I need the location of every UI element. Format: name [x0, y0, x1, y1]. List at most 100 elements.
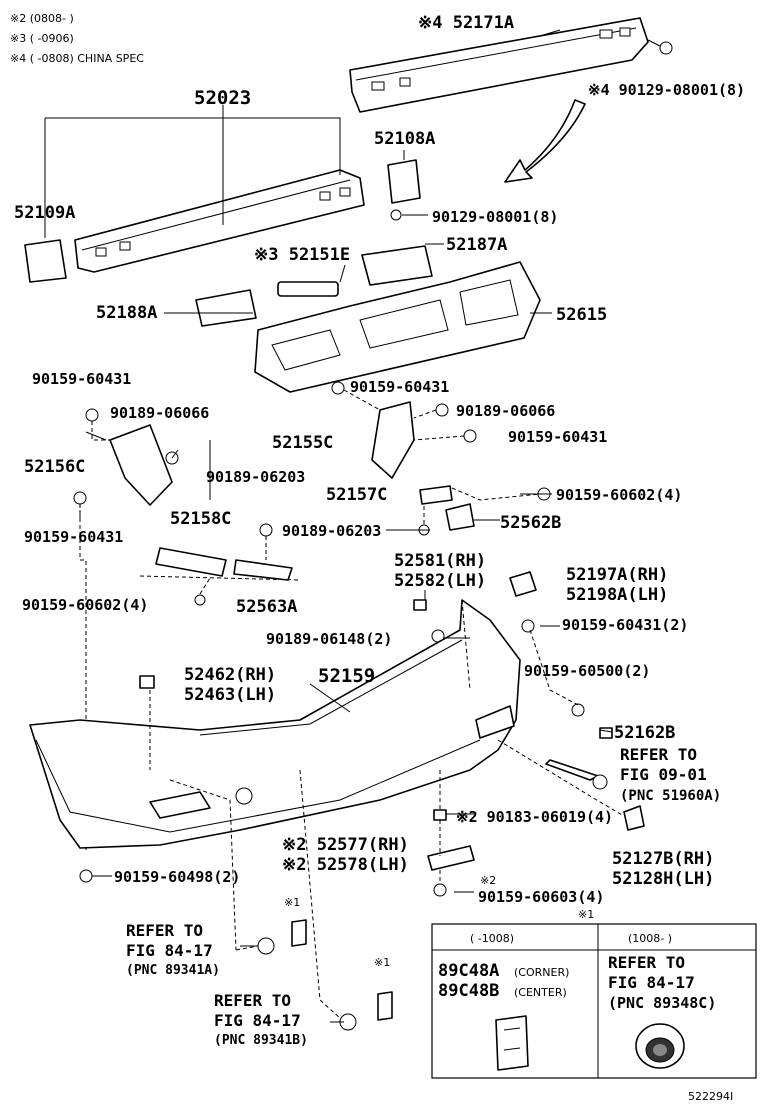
inset-refer-2: FIG 84-17 — [608, 973, 695, 992]
reinforcement-52171a-drawing — [349, 17, 673, 113]
label-90189-06203-a: 90189-06203 — [206, 468, 305, 486]
label-52577: ※2 52577(RH) — [282, 835, 409, 855]
refer-text-a1: REFER TO — [620, 745, 697, 764]
label-52581: 52581(RH) — [394, 551, 486, 571]
bracket-52157c-drawing — [419, 485, 453, 505]
label-90159-60498: 90159-60498(2) — [114, 868, 240, 886]
bolt-icon — [390, 209, 402, 221]
label-90159-60431-a: 90159-60431 — [32, 370, 131, 388]
bumper-cover-52159-drawing — [29, 599, 521, 951]
label-90189-06066-b: 90189-06066 — [456, 402, 555, 420]
legend-note-2: ※2 (0808- ) — [10, 12, 74, 25]
refer-text-c3: (PNC 89341B) — [214, 1033, 308, 1048]
note-mark-1-c: ※1 — [578, 908, 594, 921]
refer-text-c1: REFER TO — [214, 991, 291, 1010]
note-mark-1-b: ※1 — [374, 956, 390, 969]
note-mark-1-a: ※1 — [284, 896, 300, 909]
retainer-52187a-drawing — [361, 245, 433, 286]
refer-text-c2: FIG 84-17 — [214, 1011, 301, 1030]
bracket-52108a-drawing — [387, 159, 421, 204]
label-52188a: 52188A — [96, 303, 157, 323]
label-52151e: ※3 52151E — [254, 245, 350, 265]
label-52155c: 52155C — [272, 433, 333, 453]
reflector-52127b-drawing — [623, 805, 645, 831]
label-89c48a-note: (CORNER) — [514, 966, 569, 979]
bolt-icon — [433, 883, 447, 897]
legend-note-3: ※3 ( -0906) — [10, 32, 74, 45]
label-52198a: 52198A(LH) — [566, 585, 668, 605]
spacer-52151e-drawing — [277, 281, 339, 297]
inset-col-right-header: (1008- ) — [628, 932, 672, 945]
bracket-52563a-drawing — [233, 559, 293, 581]
bolt-icon — [79, 869, 93, 883]
label-90159-60602-a: 90159-60602(4) — [556, 486, 682, 504]
note-mark-2: ※2 — [480, 874, 496, 887]
label-52187a: 52187A — [446, 235, 507, 255]
label-89c48b-note: (CENTER) — [514, 986, 567, 999]
clip-icon — [259, 523, 273, 537]
label-52023: 52023 — [194, 87, 251, 109]
sensor-bracket-a-drawing — [291, 919, 307, 947]
label-52127b: 52127B(RH) — [612, 849, 714, 869]
label-52128h: 52128H(LH) — [612, 869, 714, 889]
label-90159-60431-d: 90159-60431 — [24, 528, 123, 546]
bolt-icon — [571, 703, 585, 717]
label-90159-60500: 90159-60500(2) — [524, 662, 650, 680]
retainer-52188a-drawing — [195, 289, 257, 327]
figure-id: 522294I — [688, 1090, 733, 1103]
label-52158c: 52158C — [170, 509, 231, 529]
label-52159: 52159 — [318, 665, 375, 687]
label-90159-60431-e: 90159-60431(2) — [562, 616, 688, 634]
bolt-icon — [85, 408, 99, 422]
bracket-52156c-drawing — [109, 424, 173, 506]
label-52157c: 52157C — [326, 485, 387, 505]
refer-text-a3: (PNC 51960A) — [620, 788, 721, 804]
clip-90183-drawing — [433, 809, 447, 821]
label-90159-60602-b: 90159-60602(4) — [22, 596, 148, 614]
label-52615: 52615 — [556, 305, 607, 325]
bolt-icon — [521, 619, 535, 633]
label-52578: ※2 52578(LH) — [282, 855, 409, 875]
bracket-52155c-drawing — [371, 401, 415, 479]
refer-text-b3: (PNC 89341A) — [126, 963, 220, 978]
bracket-52109a-drawing — [24, 239, 67, 283]
sensor-icon — [257, 937, 275, 955]
direction-arrow-icon — [504, 99, 586, 183]
bracket-52197a-drawing — [509, 571, 537, 597]
legend-note-4: ※4 ( -0808) CHINA SPEC — [10, 52, 144, 65]
label-52162b: 52162B — [614, 723, 675, 743]
bolt-icon — [331, 381, 345, 395]
label-89c48b: 89C48B — [438, 981, 499, 1001]
label-90189-06203-b: 90189-06203 — [282, 522, 381, 540]
inset-col-left-header: ( -1008) — [470, 932, 514, 945]
label-52563a: 52563A — [236, 597, 297, 617]
label-52156c: 52156C — [24, 457, 85, 477]
label-90189-06148: 90189-06148(2) — [266, 630, 392, 648]
label-52463: 52463(LH) — [184, 685, 276, 705]
clip-52162b-drawing — [599, 727, 613, 739]
sensor-bracket-b-drawing — [377, 991, 393, 1021]
label-52582: 52582(LH) — [394, 571, 486, 591]
bracket-52577-drawing — [427, 845, 475, 871]
label-52562b: 52562B — [500, 513, 561, 533]
sensor-inset-table: ( -1008) (1008- ) 89C48A (CORNER) 89C48B… — [431, 923, 757, 1079]
label-90183-06019: ※2 90183-06019(4) — [456, 808, 613, 826]
label-52171a: ※4 52171A — [418, 13, 514, 33]
label-90159-60603: 90159-60603(4) — [478, 888, 604, 906]
label-52109a: 52109A — [14, 203, 75, 223]
refer-text-b1: REFER TO — [126, 921, 203, 940]
label-52197a: 52197A(RH) — [566, 565, 668, 585]
clip-52462-drawing — [139, 675, 155, 689]
inset-refer-1: REFER TO — [608, 953, 685, 972]
label-90159-60431-b: 90159-60431 — [350, 378, 449, 396]
bolt-icon — [194, 594, 206, 606]
clip-52581-drawing — [413, 599, 427, 611]
bracket-52562b-drawing — [445, 503, 475, 531]
refer-text-a2: FIG 09-01 — [620, 765, 707, 784]
label-89c48a: 89C48A — [438, 961, 499, 981]
clip-icon — [435, 403, 449, 417]
sensor-retainer-icon — [495, 1015, 529, 1071]
tow-hook-icon — [545, 759, 599, 781]
refer-text-b2: FIG 84-17 — [126, 941, 213, 960]
